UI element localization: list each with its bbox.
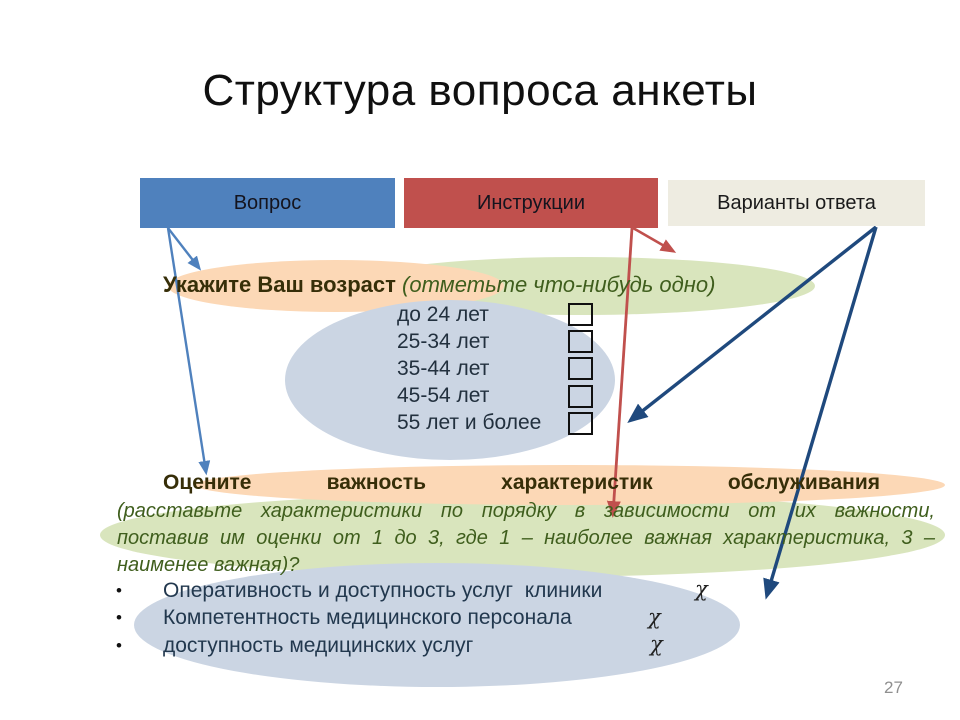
question1-options-list: до 24 лет 25-34 лет 35-44 лет 45-54 лет … (397, 301, 593, 437)
bullet-icon: • (116, 635, 122, 655)
bullet-icon: • (116, 580, 122, 600)
highlight-ellipse-blue-age-options (285, 300, 615, 460)
list-item: • Компетентность медицинского персонала … (112, 605, 812, 633)
age-option-row: 25-34 лет (397, 328, 593, 355)
age-option-row: 55 лет и более (397, 410, 593, 437)
list-item-label: Компетентность медицинского персонала (163, 606, 572, 630)
list-item: • доступность медицинских услуг χ (112, 632, 812, 660)
header-box-instructions: Инструкции (404, 178, 658, 228)
highlight-ellipse-blue-items (134, 563, 740, 687)
question1-line: Укажите Ваш возраст (отметьте что-нибудь… (163, 272, 715, 298)
age-option-row: 35-44 лет (397, 355, 593, 382)
list-item: • Оперативность и доступность услуг клин… (112, 577, 812, 605)
question2-instruction-line: (расставьте характеристики по порядку в … (117, 500, 935, 522)
chi-symbol: χ (695, 577, 708, 601)
question2-instruction-line: наименее важная)? (117, 554, 300, 576)
header-box-instructions-label: Инструкции (476, 191, 586, 214)
arrow-question-to-prompt1 (167, 227, 202, 271)
slide-title: Структура вопроса анкеты (202, 66, 758, 115)
chi-symbol: χ (648, 604, 661, 629)
checkbox (568, 357, 593, 381)
age-option-label: 25-34 лет (397, 329, 490, 353)
checkbox (568, 330, 593, 354)
age-option-row: 45-54 лет (397, 383, 593, 410)
question2-items-list: • Оперативность и доступность услуг клин… (112, 577, 812, 660)
header-box-question: Вопрос (140, 178, 395, 228)
age-option-label: 45-54 лет (397, 384, 490, 408)
checkbox (568, 303, 593, 327)
list-item-label: доступность медицинских услуг (163, 633, 474, 657)
page-number: 27 (884, 678, 903, 697)
question2-instruction-line: поставив им оценки от 1 до 3, где 1 – на… (117, 527, 935, 549)
header-box-answer-options-label: Варианты ответа (717, 191, 876, 214)
question2-instruction: (расставьте характеристики по порядку в … (117, 498, 935, 579)
question1-prompt: Укажите Ваш возраст (163, 272, 403, 297)
chi-symbol: χ (650, 632, 663, 656)
checkbox (568, 384, 593, 408)
arrow-question-to-prompt2 (166, 227, 211, 476)
header-box-question-label: Вопрос (233, 191, 302, 214)
age-option-row: до 24 лет (397, 301, 593, 328)
age-option-label: 35-44 лет (397, 356, 490, 380)
bullet-icon: • (116, 608, 122, 628)
checkbox (568, 411, 593, 435)
arrow-instructions-to-instruction1 (632, 226, 677, 253)
list-item-label: Оперативность и доступность услуг клиник… (163, 578, 603, 602)
age-option-label: 55 лет и более (397, 411, 542, 435)
age-option-label: до 24 лет (397, 302, 489, 326)
arrow-answers-to-checkboxes (627, 225, 878, 423)
header-box-answer-options: Варианты ответа (668, 180, 925, 226)
question1-instruction: (отметьте что-нибудь одно) (402, 272, 716, 297)
question2-prompt: Оцените важность характеристик обслужива… (163, 471, 880, 494)
